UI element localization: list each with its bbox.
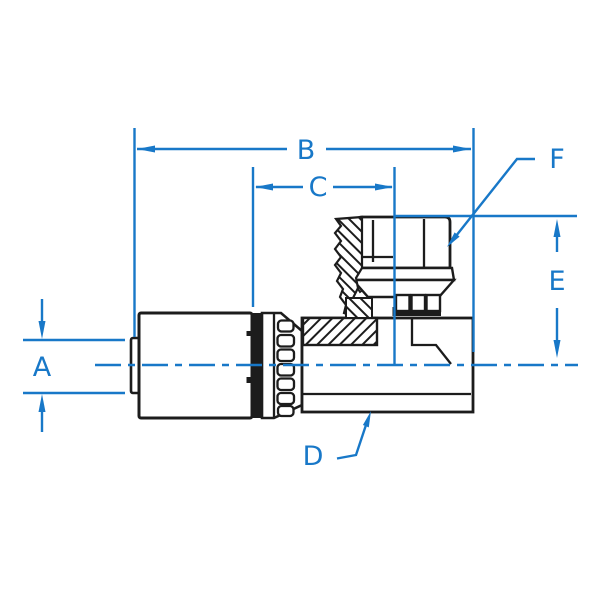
leader-line [336,418,370,460]
arrowhead [362,411,371,428]
arrowhead [453,145,471,153]
arrowhead [553,219,561,237]
port-bore-seat [410,318,452,365]
hex-collar-flat [425,293,442,313]
leader-line [449,157,535,245]
arrowhead [553,340,561,358]
label-b: B [297,135,316,166]
arrowhead [137,145,155,153]
arrowhead [447,232,460,247]
label-f: F [549,144,565,175]
label-d: D [303,441,324,472]
arrowhead [38,394,46,412]
label-a: A [33,352,52,383]
port-wall-section [345,297,373,319]
hex-collar-flat [410,293,427,313]
arrowhead [375,183,393,191]
nut-skirt [351,266,456,282]
label-e: E [548,266,565,297]
shell-band-tick [246,377,251,383]
dimension-a: A [23,299,125,432]
dimension-e: E [394,214,577,358]
swivel-nut [355,215,452,270]
dimension-c: C [251,167,396,365]
collar-serrations [276,319,296,418]
hex-collar-flat [394,293,411,313]
callout-f: F [447,144,565,247]
dimension-b: B [133,128,475,352]
arrowhead [38,321,46,339]
label-c: C [309,172,328,203]
tube-wall-section [301,316,379,347]
shell-band-tick [246,331,251,336]
threaded-wall-section [333,215,364,317]
callout-d: D [303,411,371,472]
arrowhead [255,183,273,191]
dimensions: B C A E [23,128,578,472]
